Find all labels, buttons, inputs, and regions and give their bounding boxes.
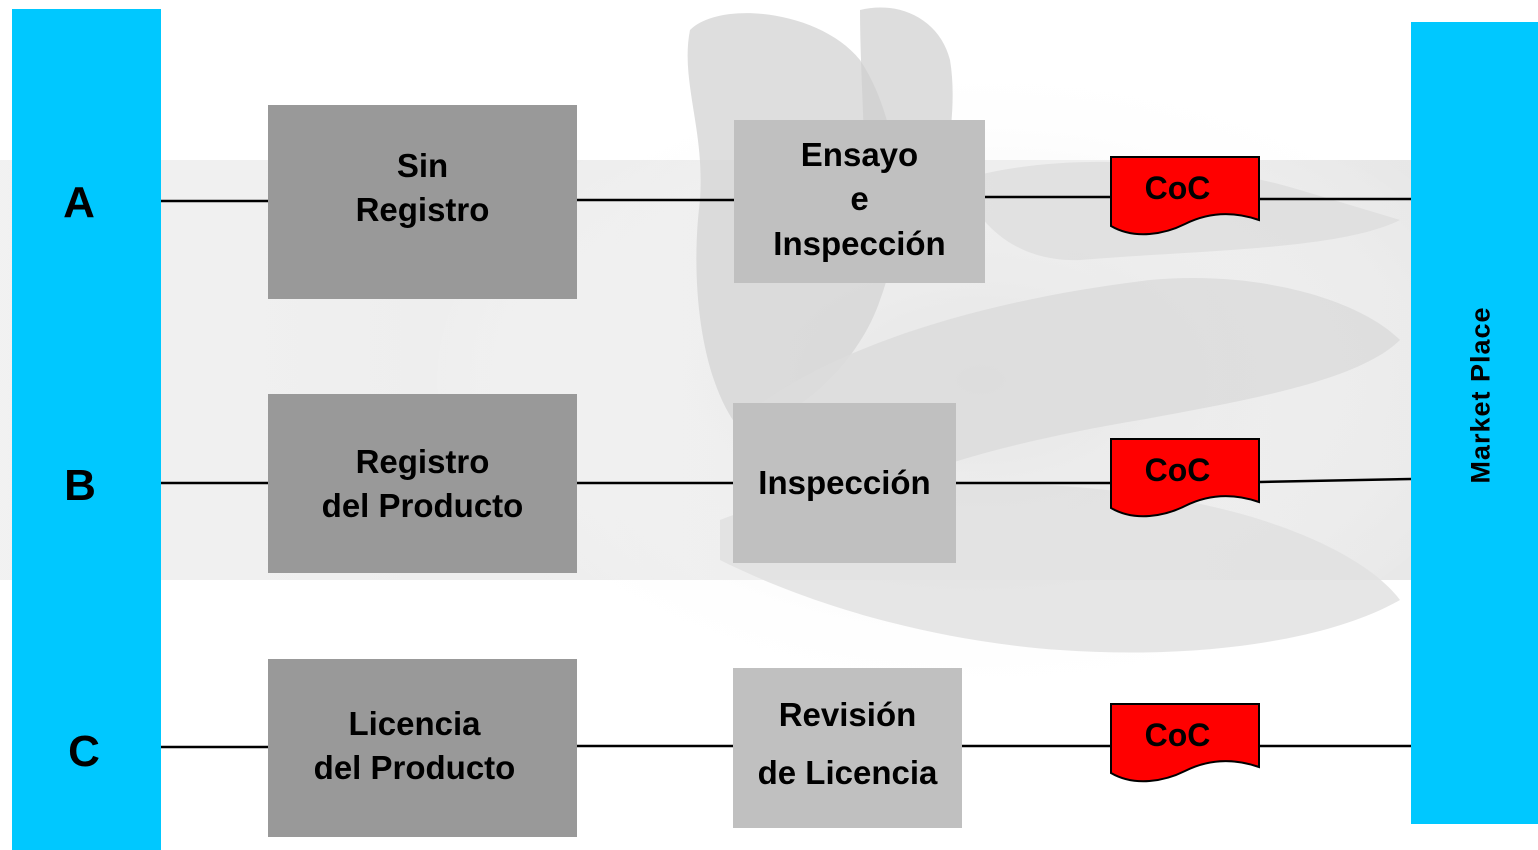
coc-document-c: CoC xyxy=(1110,703,1260,787)
coc-label-a: CoC xyxy=(1144,170,1211,206)
second-step-label-b: Inspección xyxy=(758,464,931,502)
coc-label-b: CoC xyxy=(1144,452,1211,488)
market-place-band xyxy=(1411,22,1538,824)
first-step-box-a: Sin Registro xyxy=(268,105,577,299)
document-shape-icon xyxy=(1110,703,1260,783)
row-letter-a: A xyxy=(63,178,95,227)
document-shape-icon xyxy=(1110,438,1260,518)
second-step-label-a: Ensayo e Inspección xyxy=(773,135,946,262)
first-step-box-c: Licencia del Producto xyxy=(268,659,577,837)
coc-document-a: CoC xyxy=(1110,156,1260,240)
second-step-box-c: Revisión de Licencia xyxy=(733,668,962,828)
connector-b-4 xyxy=(1259,477,1412,484)
first-step-label-c: Licencia del Producto xyxy=(313,705,516,786)
first-step-label-b: Registro del Producto xyxy=(321,442,524,524)
row-letter-b: B xyxy=(64,461,96,510)
document-shape-icon xyxy=(1110,156,1260,236)
coc-document-b: CoC xyxy=(1110,438,1260,522)
first-step-box-b: Registro del Producto xyxy=(268,394,577,573)
row-letter-c: C xyxy=(68,727,100,776)
origin-band xyxy=(12,9,161,850)
second-step-label-c: Revisión de Licencia xyxy=(757,696,938,791)
coc-label-c: CoC xyxy=(1144,717,1211,753)
second-step-box-a: Ensayo e Inspección xyxy=(734,120,985,283)
second-step-box-b: Inspección xyxy=(733,403,956,563)
first-step-label-a: Sin Registro xyxy=(355,147,490,228)
